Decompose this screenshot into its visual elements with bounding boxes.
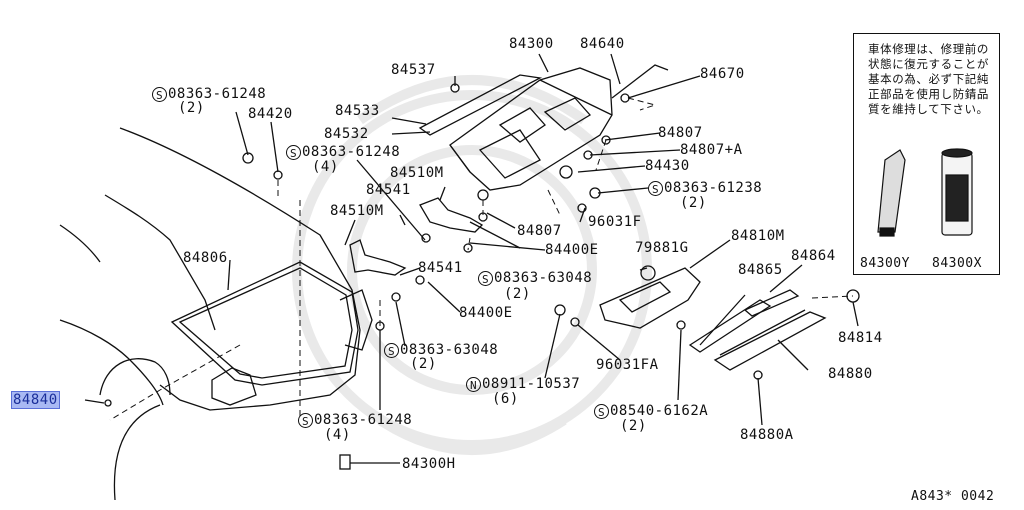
high-mount-lamp xyxy=(713,311,827,371)
qty-label: (2) xyxy=(504,286,531,302)
label-84510m-b: 84510M xyxy=(330,203,384,219)
label-84807-b: 84807 xyxy=(517,223,562,239)
label-84880: 84880 xyxy=(828,366,873,382)
label-84807a: 84807+A xyxy=(680,142,743,158)
label-84533: 84533 xyxy=(335,103,380,119)
label-84430: 84430 xyxy=(645,158,690,174)
qty-label: (2) xyxy=(620,418,647,434)
s-marker: S xyxy=(648,180,663,196)
qty-label: (2) xyxy=(178,100,205,116)
highlighted-part[interactable]: 84840 xyxy=(11,391,60,409)
label-79881g: 79881G xyxy=(635,240,689,256)
rear-wheel-arch xyxy=(99,358,171,396)
car-body-outline xyxy=(119,127,361,411)
label-84541-a: 84541 xyxy=(366,182,411,198)
s-marker: S xyxy=(152,86,167,102)
label-84806: 84806 xyxy=(183,250,228,266)
label-84640: 84640 xyxy=(580,36,625,52)
spray-can-illustration xyxy=(941,148,973,236)
repair-note-text: 車体修理は、修理前の状態に復元することが基本の為、必ず下記純正部品を使用し防錆品… xyxy=(868,42,989,116)
label-84807-a: 84807 xyxy=(658,125,703,141)
s-marker: S xyxy=(286,144,301,160)
hinge-left xyxy=(349,239,407,276)
label-84537: 84537 xyxy=(391,62,436,78)
label-84300h: 84300H xyxy=(402,456,456,472)
qty-label: (2) xyxy=(410,356,437,372)
qty-label: (2) xyxy=(680,195,707,211)
label-96031fa: 96031FA xyxy=(596,357,659,373)
label-84300x: 84300X xyxy=(932,256,982,271)
car-roof-line xyxy=(104,194,216,331)
label-84541-b: 84541 xyxy=(418,260,463,276)
qty-label: (6) xyxy=(492,391,519,407)
label-84864: 84864 xyxy=(791,248,836,264)
repair-note-box: 車体修理は、修理前の状態に復元することが基本の為、必ず下記純正部品を使用し防錆品… xyxy=(853,33,1000,275)
s-marker: S xyxy=(594,403,609,419)
label-84400e-b: 84400E xyxy=(459,305,513,321)
label-84880a: 84880A xyxy=(740,427,794,443)
s-marker: S xyxy=(298,412,313,428)
label-84510m-a: 84510M xyxy=(390,165,444,181)
trunk-seal xyxy=(170,261,359,386)
label-84420: 84420 xyxy=(248,106,293,122)
label-96031f: 96031F xyxy=(588,214,642,230)
s-marker: S xyxy=(384,342,399,358)
label-84670: 84670 xyxy=(700,66,745,82)
label-84400e-a: 84400E xyxy=(545,242,599,258)
label-84865: 84865 xyxy=(738,262,783,278)
n-marker: N xyxy=(466,376,481,392)
qty-label: (4) xyxy=(312,159,339,175)
label-84814: 84814 xyxy=(838,330,883,346)
sealer-tube-illustration xyxy=(877,149,906,237)
tail-lamp xyxy=(211,367,257,406)
license-finisher xyxy=(599,267,701,329)
label-84300: 84300 xyxy=(509,36,554,52)
label-84532: 84532 xyxy=(324,126,369,142)
label-84810m: 84810M xyxy=(731,228,785,244)
hinge-right xyxy=(419,197,484,233)
label-84840: 84840 xyxy=(11,391,60,409)
diagram-code: A843* 0042 xyxy=(911,489,995,504)
label-84300y: 84300Y xyxy=(860,256,910,271)
trunk-lid xyxy=(449,67,613,191)
s-marker: S xyxy=(478,270,493,286)
qty-label: (4) xyxy=(324,427,351,443)
